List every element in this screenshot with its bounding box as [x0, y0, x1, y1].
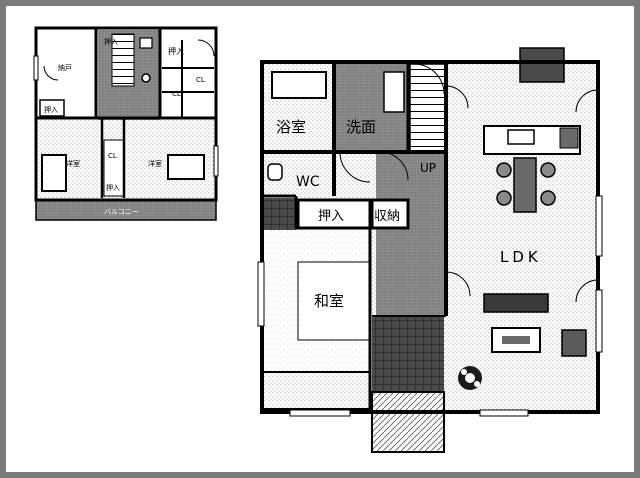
upper-bed-left — [41, 154, 67, 192]
upper-western-right-label: 洋室 — [148, 159, 162, 168]
hall-corridor — [376, 152, 444, 316]
upper-closet-column — [162, 28, 214, 118]
chair-3 — [540, 162, 556, 178]
chair-1 — [496, 162, 512, 178]
upper-sink — [139, 37, 153, 49]
upper-closet-c-label: 押入 — [104, 37, 118, 46]
tatami-mat-inner — [297, 261, 371, 341]
wc-floor-tile — [264, 198, 296, 232]
entrance-porch — [371, 391, 445, 453]
bath-label: 浴室 — [276, 118, 306, 136]
upper-walls — [34, 26, 218, 202]
toilet — [267, 163, 283, 181]
upper-closet-b-label: 押入 — [168, 46, 184, 56]
upper-cl-a-label: CL — [196, 76, 205, 84]
ldk-room — [448, 64, 596, 412]
chair-2 — [496, 190, 512, 206]
engawa — [264, 372, 370, 410]
plant-icon — [458, 366, 482, 390]
upper-storage-room — [36, 28, 96, 118]
upper-closet-a-label: 押入 — [44, 105, 58, 114]
upper-cl-c-label: CL — [108, 152, 117, 160]
entrance-tile — [372, 316, 444, 392]
kitchen-stove — [559, 127, 579, 149]
up-label: UP — [420, 161, 436, 175]
upper-floor-plan: 納戸 押入 押入 CL CL CL 押入 押入 洋室 洋室 バルコニー — [33, 26, 219, 221]
kitchen-sink — [507, 129, 535, 145]
tv-board — [483, 293, 549, 313]
ground-stairs — [409, 63, 447, 153]
dining-table — [513, 157, 537, 213]
chair-4 — [540, 190, 556, 206]
door-swings — [339, 63, 599, 303]
storage-label: 収納 — [374, 209, 400, 224]
upper-cl-b-label: CL — [172, 90, 181, 98]
ground-storage — [370, 198, 410, 230]
upper-western-left-label: 洋室 — [66, 159, 80, 168]
upper-toilet — [141, 73, 151, 83]
washroom-label: 洗面 — [346, 118, 376, 136]
coffee-table-inner — [502, 336, 530, 344]
upper-balcony-label: バルコニー — [104, 208, 139, 216]
bathtub — [271, 71, 327, 99]
upper-stairs — [111, 33, 135, 87]
closet-label: 押入 — [318, 209, 344, 224]
fridge — [519, 47, 565, 83]
armchair — [561, 329, 587, 357]
upper-closet-d-label: 押入 — [106, 183, 120, 192]
japanese-room-label: 和室 — [314, 292, 344, 310]
upper-window-right — [213, 145, 219, 177]
wash-basin — [383, 71, 405, 113]
windows — [257, 195, 603, 417]
upper-bed-right — [167, 154, 205, 180]
ground-floor-plan: 浴室 洗面 WC UP 押入 収納 和室 LDK — [257, 47, 603, 453]
upper-window-left — [33, 55, 39, 81]
ldk-label: LDK — [500, 248, 542, 266]
wc-label: WC — [296, 174, 320, 190]
upper-storage-label: 納戸 — [58, 63, 72, 72]
